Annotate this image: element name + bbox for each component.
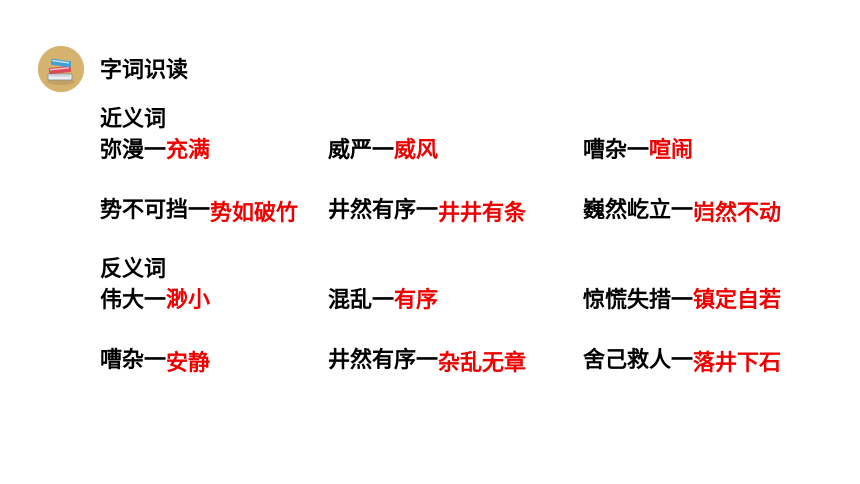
term: 伟大一 bbox=[100, 288, 167, 313]
answer: 井井有条 bbox=[438, 201, 527, 226]
antonym-pair: 混乱一有序 bbox=[328, 286, 438, 316]
book-stack-icon bbox=[38, 46, 84, 92]
answer: 岿然不动 bbox=[693, 201, 782, 226]
synonyms-heading: 近义词 bbox=[100, 107, 167, 132]
antonym-pair: 惊慌失措一镇定自若 bbox=[583, 286, 781, 316]
answer: 势如破竹 bbox=[210, 201, 299, 226]
antonym-pair: 伟大一渺小 bbox=[100, 286, 210, 316]
antonym-pair: 井然有序一杂乱无章 bbox=[328, 346, 526, 376]
answer: 充满 bbox=[166, 138, 211, 163]
synonym-pair: 弥漫一充满 bbox=[100, 136, 210, 166]
antonym-pair: 嘈杂一安静 bbox=[100, 346, 210, 376]
section-title: 字词识读 bbox=[100, 58, 189, 83]
synonym-pair: 势不可挡一势如破竹 bbox=[100, 196, 298, 226]
synonym-pair: 嘈杂一喧闹 bbox=[583, 136, 693, 166]
term: 势不可挡一 bbox=[100, 198, 211, 223]
answer: 落井下石 bbox=[693, 351, 782, 376]
term: 弥漫一 bbox=[100, 138, 167, 163]
synonym-pair: 井然有序一井井有条 bbox=[328, 196, 526, 226]
term: 舍己救人一 bbox=[583, 348, 694, 373]
term: 嘈杂一 bbox=[583, 138, 650, 163]
term: 巍然屹立一 bbox=[583, 198, 694, 223]
answer: 杂乱无章 bbox=[438, 351, 527, 376]
term: 井然有序一 bbox=[328, 348, 439, 373]
term: 惊慌失措一 bbox=[583, 288, 694, 313]
term: 井然有序一 bbox=[328, 198, 439, 223]
synonym-pair: 威严一威风 bbox=[328, 136, 438, 166]
answer: 威风 bbox=[394, 138, 439, 163]
answer: 喧闹 bbox=[649, 138, 694, 163]
term: 威严一 bbox=[328, 138, 395, 163]
synonym-pair: 巍然屹立一岿然不动 bbox=[583, 196, 781, 226]
antonyms-heading: 反义词 bbox=[100, 257, 167, 282]
answer: 安静 bbox=[166, 351, 211, 376]
antonym-pair: 舍己救人一落井下石 bbox=[583, 346, 781, 376]
answer: 镇定自若 bbox=[693, 288, 782, 313]
answer: 渺小 bbox=[166, 288, 211, 313]
term: 混乱一 bbox=[328, 288, 395, 313]
term: 嘈杂一 bbox=[100, 348, 167, 373]
answer: 有序 bbox=[394, 288, 439, 313]
